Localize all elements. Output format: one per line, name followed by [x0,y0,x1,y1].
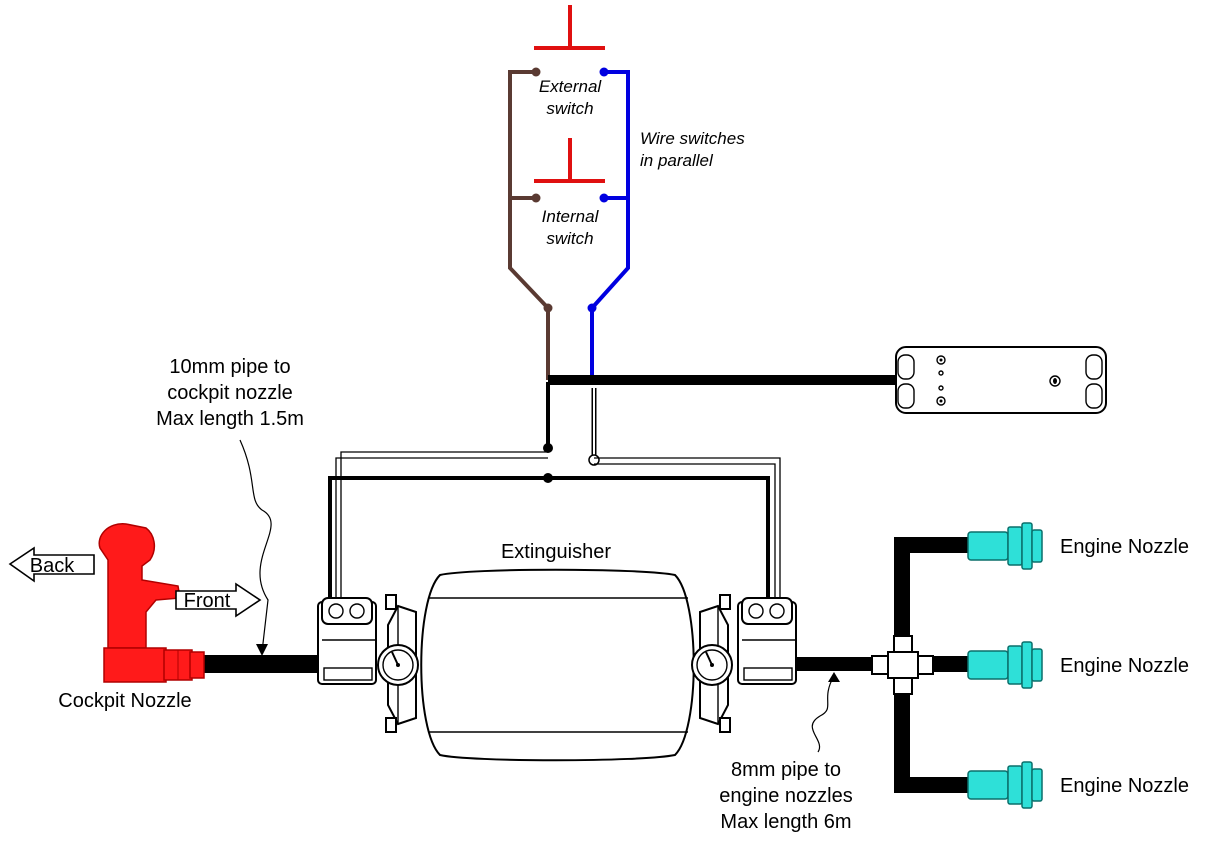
extinguisher-label: Extinguisher [501,541,611,563]
back-label: Back [30,555,75,577]
cockpit-pipe-label-line3: Max length 1.5m [156,408,304,430]
engine-pipe-label-line2: engine nozzles [719,785,852,807]
cockpit-nozzle-icon [98,523,205,683]
front-arrow-icon [175,582,262,618]
cockpit-pipe-pointer [239,439,272,653]
control-box [895,346,1107,414]
cockpit-nozzle-label: Cockpit Nozzle [58,690,191,712]
cockpit-pipe-label-line1: 10mm pipe to [169,356,290,378]
white-wires-to-actuators [335,451,781,600]
engine-pipe-label-line1: 8mm pipe to [731,759,841,781]
external-switch [534,5,605,50]
engine-pipe-pointer [811,675,835,753]
engine-nozzle-label-3: Engine Nozzle [1060,775,1189,797]
engine-nozzle-label-2: Engine Nozzle [1060,655,1189,677]
cross-fitting [871,635,934,695]
blue-wire [590,70,630,378]
parallel-note-line2: in parallel [640,151,714,170]
engine-nozzle-2-icon [967,641,1043,689]
external-switch-label-line1: External [539,77,603,96]
left-pressure-gauge-icon [377,644,419,686]
right-pressure-gauge-icon [691,644,733,686]
cockpit-pipe-label-line2: cockpit nozzle [167,382,293,404]
engine-pipe-upper [894,537,968,640]
internal-switch-label-line2: switch [546,229,593,248]
parallel-note-line1: Wire switches [640,129,745,148]
extinguisher-bottle [385,568,731,762]
internal-switch [534,138,605,183]
junction-dot [543,443,553,453]
engine-nozzle-label-1: Engine Nozzle [1060,536,1189,558]
junction-dot [543,473,553,483]
engine-pipe-label-line3: Max length 6m [720,811,851,833]
internal-switch-label-line1: Internal [542,207,600,226]
left-actuator [317,597,377,685]
back-arrow-icon [8,546,95,583]
front-label: Front [184,590,231,612]
engine-nozzle-1-icon [967,522,1043,570]
external-switch-label-line2: switch [546,99,593,118]
wire-terminals [531,67,609,313]
engine-pipe-lower [894,690,968,793]
engine-nozzle-3-icon [967,761,1043,809]
right-actuator [737,597,797,685]
